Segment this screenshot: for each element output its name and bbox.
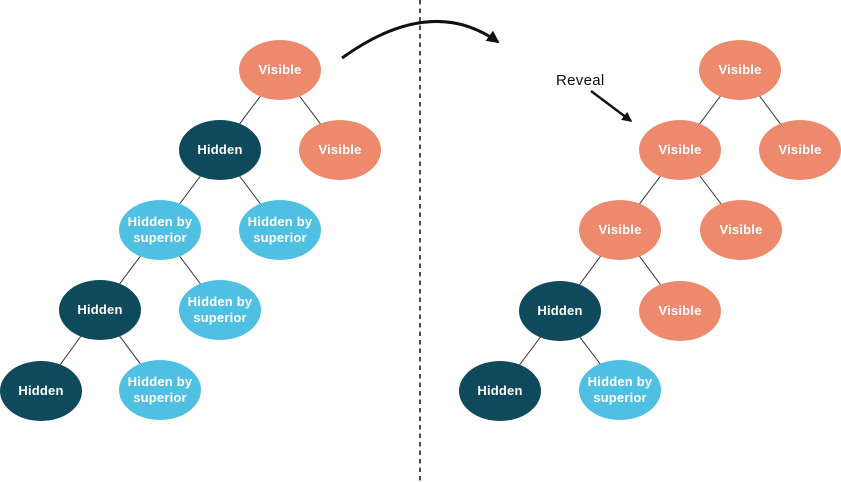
tree-node: Visible — [239, 40, 321, 100]
tree-node: Hidden — [59, 280, 141, 340]
tree-node: Hidden — [179, 120, 261, 180]
reveal-arrow — [590, 90, 633, 122]
tree-node: Visible — [639, 120, 721, 180]
tree-node: Hidden — [0, 361, 82, 421]
tree-node: Visible — [699, 40, 781, 100]
tree-node: Visible — [579, 200, 661, 260]
tree-node: Hidden by superior — [119, 200, 201, 260]
reveal-label: Reveal — [556, 72, 605, 89]
tree-node: Hidden — [459, 361, 541, 421]
tree-node: Hidden by superior — [579, 360, 661, 420]
tree-node: Visible — [700, 200, 782, 260]
transform-arrow — [341, 19, 500, 60]
tree-node: Hidden — [519, 281, 601, 341]
tree-node: Visible — [639, 281, 721, 341]
tree-node: Hidden by superior — [179, 280, 261, 340]
tree-node: Hidden by superior — [239, 200, 321, 260]
tree-node: Hidden by superior — [119, 360, 201, 420]
tree-node: Visible — [299, 120, 381, 180]
tree-node: Visible — [759, 120, 841, 180]
